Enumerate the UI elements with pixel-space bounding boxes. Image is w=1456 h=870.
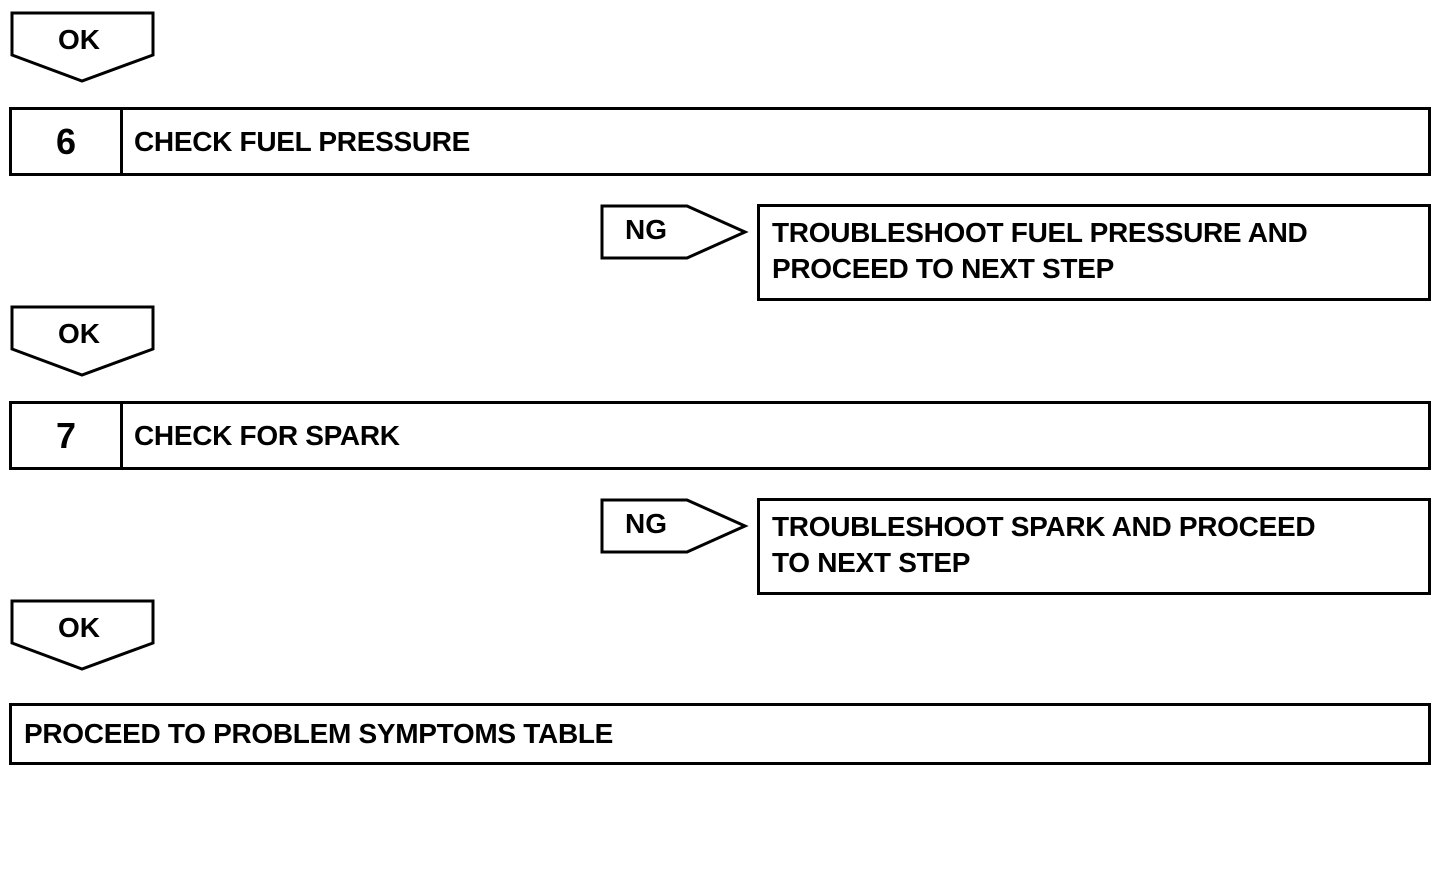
ng-action-1-box: TROUBLESHOOT FUEL PRESSURE AND PROCEED T… xyxy=(757,204,1431,301)
step-6-number: 6 xyxy=(12,110,123,173)
ng-label-1: NG xyxy=(625,214,667,245)
ng-arrow-1-shape xyxy=(600,204,749,260)
final-step-text: PROCEED TO PROBLEM SYMPTOMS TABLE xyxy=(24,718,614,749)
ng-action-1-line-1: TROUBLESHOOT FUEL PRESSURE AND xyxy=(772,217,1308,248)
ok-label-1: OK xyxy=(58,24,100,55)
ok-label-3: OK xyxy=(58,612,100,643)
ng-action-2-line-1: TROUBLESHOOT SPARK AND PROCEED xyxy=(772,511,1316,542)
ng-action-1-line-2: PROCEED TO NEXT STEP xyxy=(772,253,1114,284)
step-7-number: 7 xyxy=(12,404,123,467)
step-7-text: CHECK FOR SPARK xyxy=(134,419,400,451)
step-7-box: 7 CHECK FOR SPARK xyxy=(9,401,1431,470)
ok-label-2: OK xyxy=(58,318,100,349)
ng-action-2-box: TROUBLESHOOT SPARK AND PROCEED TO NEXT S… xyxy=(757,498,1431,595)
ok-arrow-1-shape xyxy=(10,11,155,83)
ng-arrow-2-shape xyxy=(600,498,749,554)
ok-arrow-2-shape xyxy=(10,305,155,377)
step-6-text: CHECK FUEL PRESSURE xyxy=(134,125,471,157)
ng-action-2-line-2: TO NEXT STEP xyxy=(772,547,971,578)
step-6-box: 6 CHECK FUEL PRESSURE xyxy=(9,107,1431,176)
ok-arrow-3-shape xyxy=(10,599,155,671)
ng-label-2: NG xyxy=(625,508,667,539)
final-step-box: PROCEED TO PROBLEM SYMPTOMS TABLE xyxy=(9,703,1431,765)
